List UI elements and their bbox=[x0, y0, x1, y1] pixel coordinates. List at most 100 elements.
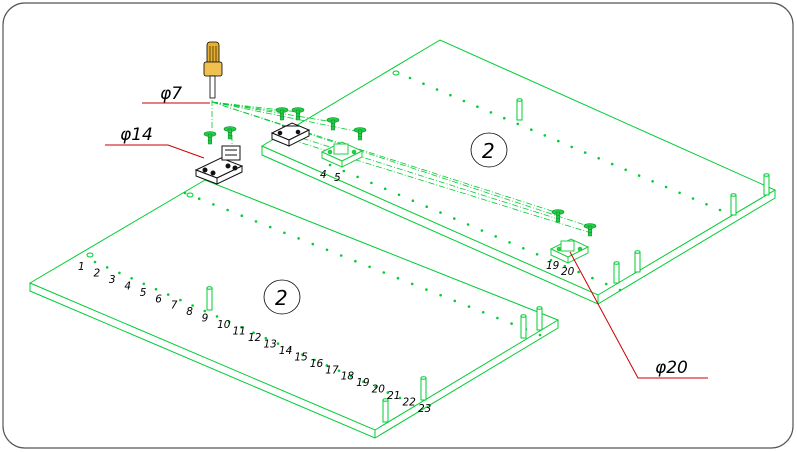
position-number: 18 bbox=[341, 371, 355, 383]
phi14-label: φ14 bbox=[120, 125, 153, 145]
hole-dot bbox=[383, 187, 387, 191]
hole-dot bbox=[166, 293, 170, 296]
hinge-bracket-icon bbox=[194, 145, 244, 185]
hinge-bracket-icon bbox=[549, 238, 590, 264]
hole-dot bbox=[563, 264, 567, 268]
screw-icon bbox=[551, 209, 565, 223]
position-number: 13 bbox=[264, 339, 277, 351]
hole-dot bbox=[349, 374, 353, 378]
screw-group bbox=[203, 107, 597, 237]
right-board-pegs bbox=[516, 98, 770, 284]
hole-dot bbox=[538, 333, 542, 337]
hole-dot bbox=[435, 88, 439, 91]
position-number: 5 bbox=[334, 172, 341, 184]
screw-icon bbox=[203, 131, 217, 145]
hole-dot bbox=[618, 288, 622, 292]
position-number: 4 bbox=[320, 169, 327, 181]
peg bbox=[206, 286, 213, 311]
phi14-leader bbox=[105, 144, 205, 159]
hole-dot bbox=[664, 185, 668, 189]
hole-dot bbox=[288, 347, 292, 351]
position-number: 23 bbox=[418, 403, 431, 415]
right-board-numbers: 4 5 19 20 bbox=[320, 169, 575, 278]
position-number: 17 bbox=[325, 364, 339, 376]
hole-dot bbox=[651, 180, 654, 183]
part-number-right: 2 bbox=[470, 132, 508, 168]
peg bbox=[420, 376, 427, 401]
hole-dot bbox=[481, 311, 485, 314]
peg bbox=[536, 306, 543, 331]
position-number: 21 bbox=[387, 390, 400, 402]
hole-dot bbox=[494, 235, 498, 238]
hole-dot bbox=[226, 208, 229, 212]
hole-dot bbox=[718, 208, 722, 212]
hole-dot bbox=[227, 320, 231, 324]
mounting-hole bbox=[186, 192, 194, 198]
hole-dot bbox=[276, 342, 280, 345]
screw-icon bbox=[291, 107, 305, 121]
hole-dot bbox=[342, 169, 346, 173]
hole-dot bbox=[240, 326, 243, 329]
hole-dots bbox=[86, 70, 722, 400]
phi7-label: φ7 bbox=[160, 84, 182, 104]
hole-dot bbox=[215, 315, 219, 318]
hole-dot bbox=[449, 93, 452, 97]
position-number: 9 bbox=[202, 313, 209, 325]
hole-dot bbox=[370, 181, 373, 185]
hinge-bracket-icon bbox=[270, 122, 311, 147]
phi20-leader bbox=[569, 251, 708, 379]
screw-icon bbox=[223, 126, 237, 140]
hole-dot bbox=[325, 364, 329, 367]
hole-dot bbox=[337, 369, 341, 373]
position-number: 20 bbox=[372, 384, 386, 396]
peg bbox=[730, 193, 737, 216]
hole-dot bbox=[678, 191, 681, 195]
hole-dot bbox=[397, 193, 401, 197]
mounting-hole bbox=[86, 252, 94, 258]
screw-icon bbox=[583, 223, 597, 237]
hole-dot bbox=[203, 309, 207, 313]
screwdriver-icon bbox=[203, 41, 223, 99]
position-number: 5 bbox=[140, 287, 147, 299]
position-number: 22 bbox=[403, 397, 417, 409]
hole-dot bbox=[453, 217, 456, 220]
hole-dot bbox=[425, 205, 429, 208]
hole-dot bbox=[557, 139, 560, 143]
hole-dot bbox=[328, 163, 332, 167]
hole-dot bbox=[382, 271, 386, 274]
hole-dot bbox=[508, 241, 511, 244]
hole-dot bbox=[118, 271, 121, 275]
hole-dot bbox=[496, 316, 499, 320]
hole-dot bbox=[510, 322, 513, 325]
position-number: 14 bbox=[279, 345, 292, 357]
hole-dot bbox=[311, 242, 315, 246]
hole-dot bbox=[398, 396, 402, 400]
hole-dot bbox=[396, 276, 400, 280]
hole-dot bbox=[503, 116, 506, 120]
hole-dot bbox=[362, 380, 365, 384]
position-number: 19 bbox=[546, 260, 560, 272]
hole-dot bbox=[212, 203, 215, 206]
hole-dot bbox=[637, 174, 641, 177]
hole-dot bbox=[368, 265, 371, 269]
hole-dot bbox=[516, 122, 520, 126]
hole-dot bbox=[179, 298, 182, 302]
part-number-left: 2 bbox=[263, 279, 301, 315]
phi20-label: φ20 bbox=[655, 358, 688, 378]
part-number-right-text: 2 bbox=[482, 139, 495, 163]
hole-dot bbox=[624, 168, 627, 172]
position-number: 2 bbox=[94, 268, 101, 280]
position-number: 12 bbox=[248, 332, 262, 344]
peg bbox=[634, 250, 641, 273]
hole-dot bbox=[93, 260, 97, 264]
hole-dot bbox=[591, 276, 594, 280]
position-number: 1 bbox=[78, 261, 85, 273]
hole-dot bbox=[142, 282, 146, 286]
hole-dot bbox=[439, 211, 442, 214]
hole-dot bbox=[154, 287, 158, 291]
hole-dot bbox=[339, 254, 343, 257]
hole-dot bbox=[254, 220, 258, 223]
